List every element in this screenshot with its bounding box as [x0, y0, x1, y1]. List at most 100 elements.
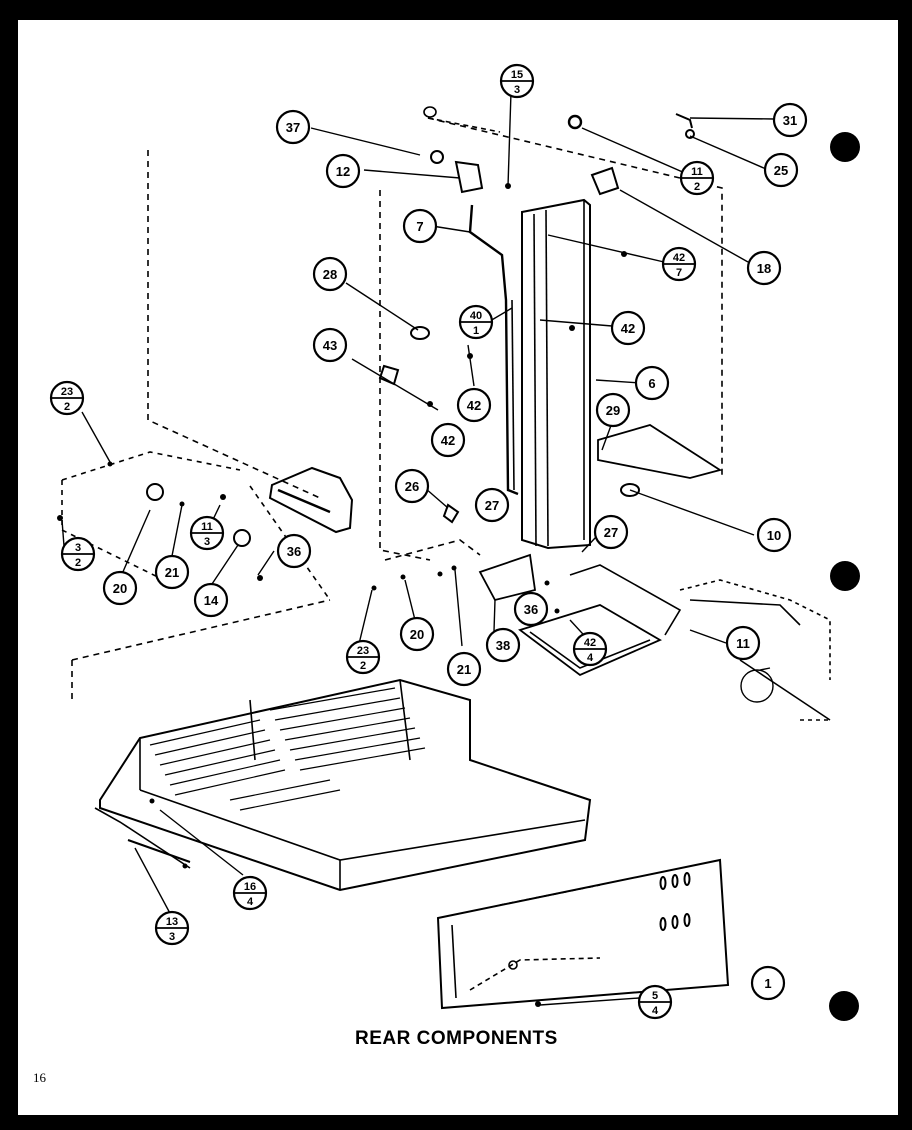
callout-14: 14: [193, 582, 229, 618]
callout-part-number: 42: [584, 637, 596, 649]
callout-part-number: 14: [204, 593, 219, 608]
callout-23-2b: 232: [345, 639, 381, 675]
callout-part-number: 36: [524, 602, 538, 617]
callout-part-number: 25: [774, 163, 788, 178]
callout-21a: 21: [154, 554, 190, 590]
callout-circle: [456, 387, 492, 423]
callout-36b: 36: [513, 591, 549, 627]
callout-circle: [193, 582, 229, 618]
callout-quantity: 3: [169, 931, 175, 943]
callout-16-4: 164: [232, 875, 268, 911]
callout-3-2: 32: [60, 536, 96, 572]
callout-38: 38: [485, 627, 521, 663]
callout-part-number: 18: [757, 261, 771, 276]
callout-quantity: 3: [204, 536, 210, 548]
callout-15-3: 153: [499, 63, 535, 99]
callout-circle: [610, 310, 646, 346]
callout-part-number: 43: [323, 338, 337, 353]
punch-hole-middle: [830, 561, 860, 591]
callout-quantity: 4: [652, 1005, 659, 1017]
callout-40-1: 401: [458, 304, 494, 340]
callout-circle: [102, 570, 138, 606]
callout-part-number: 37: [286, 120, 300, 135]
callout-part-number: 23: [61, 386, 73, 398]
callout-circle: [513, 591, 549, 627]
callout-part-number: 40: [470, 310, 482, 322]
callout-part-number: 21: [165, 565, 179, 580]
callout-21b: 21: [446, 651, 482, 687]
callout-10: 10: [756, 517, 792, 553]
callout-20a: 20: [102, 570, 138, 606]
callout-part-number: 29: [606, 403, 620, 418]
callout-circle: [763, 152, 799, 188]
callout-part-number: 20: [113, 581, 127, 596]
callout-11: 11: [725, 625, 761, 661]
callout-part-number: 42: [441, 433, 455, 448]
callout-circle: [485, 627, 521, 663]
callout-6: 6: [634, 365, 670, 401]
callout-part-number: 27: [604, 525, 618, 540]
callout-26: 26: [394, 468, 430, 504]
callout-12: 12: [325, 153, 361, 189]
punch-hole-bottom: [829, 991, 859, 1021]
callout-circle: [593, 514, 629, 550]
callout-quantity: 4: [247, 896, 254, 908]
callout-circle: [446, 651, 482, 687]
callout-part-number: 5: [652, 990, 658, 1002]
callout-1: 1: [750, 965, 786, 1001]
callout-28: 28: [312, 256, 348, 292]
callout-part-number: 12: [336, 164, 350, 179]
callout-circle: [402, 208, 438, 244]
callout-circle: [399, 616, 435, 652]
callout-circle: [312, 256, 348, 292]
callout-circle: [474, 487, 510, 523]
callout-circle: [430, 422, 466, 458]
callout-circle: [772, 102, 808, 138]
callout-part-number: 7: [416, 219, 423, 234]
callout-quantity: 7: [676, 267, 682, 279]
callout-quantity: 2: [75, 557, 81, 569]
callout-37: 37: [275, 109, 311, 145]
page-number: 16: [33, 1070, 46, 1085]
callout-part-number: 31: [783, 113, 797, 128]
callout-part-number: 27: [485, 498, 499, 513]
callout-42a: 42: [610, 310, 646, 346]
callout-part-number: 26: [405, 479, 419, 494]
callout-circle: [725, 625, 761, 661]
callout-part-number: 23: [357, 645, 369, 657]
callout-27a: 27: [474, 487, 510, 523]
callout-20b: 20: [399, 616, 435, 652]
callout-part-number: 11: [201, 521, 213, 533]
callout-circle: [595, 392, 631, 428]
punch-hole-top: [830, 132, 860, 162]
callout-42-7: 427: [661, 246, 697, 282]
callout-part-number: 16: [244, 881, 256, 893]
callout-27b: 27: [593, 514, 629, 550]
callout-circle: [746, 250, 782, 286]
callout-circle: [394, 468, 430, 504]
callout-42b: 42: [456, 387, 492, 423]
callout-circle: [275, 109, 311, 145]
callout-29: 29: [595, 392, 631, 428]
callout-part-number: 20: [410, 627, 424, 642]
callout-quantity: 2: [694, 181, 700, 193]
callout-part-number: 11: [736, 636, 750, 651]
callout-circle: [325, 153, 361, 189]
callout-circle: [312, 327, 348, 363]
callout-11-2: 112: [679, 160, 715, 196]
callout-circle: [154, 554, 190, 590]
callout-43: 43: [312, 327, 348, 363]
callout-circle: [756, 517, 792, 553]
callout-42c: 42: [430, 422, 466, 458]
callout-42-4: 424: [572, 631, 608, 667]
callout-circle: [750, 965, 786, 1001]
callout-part-number: 28: [323, 267, 337, 282]
callout-quantity: 4: [587, 652, 594, 664]
callout-part-number: 21: [457, 662, 471, 677]
callout-11-3: 113: [189, 515, 225, 551]
callout-5-4: 54: [637, 984, 673, 1020]
diagram-title: REAR COMPONENTS: [355, 1028, 558, 1049]
callout-quantity: 3: [514, 84, 520, 96]
